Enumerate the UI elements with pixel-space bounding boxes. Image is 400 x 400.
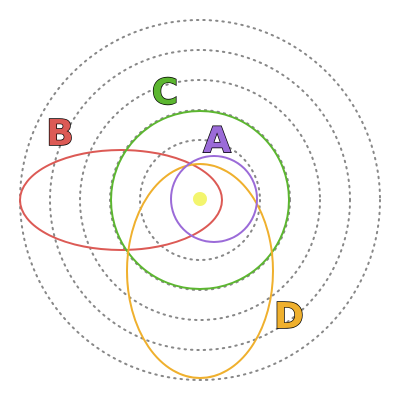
orbit-label-c: C — [152, 72, 178, 113]
guide-ring — [139, 139, 261, 261]
orbit-label-b: B — [46, 113, 73, 154]
orbit-label-d: D — [274, 296, 304, 337]
orbit-d — [126, 163, 274, 379]
orbit-a — [170, 155, 258, 243]
guide-ring — [49, 49, 351, 351]
orbit-b — [19, 149, 223, 251]
sun — [193, 192, 207, 206]
orbit-label-a: A — [203, 120, 231, 161]
orbit-c — [110, 110, 290, 290]
guide-ring — [79, 79, 321, 321]
